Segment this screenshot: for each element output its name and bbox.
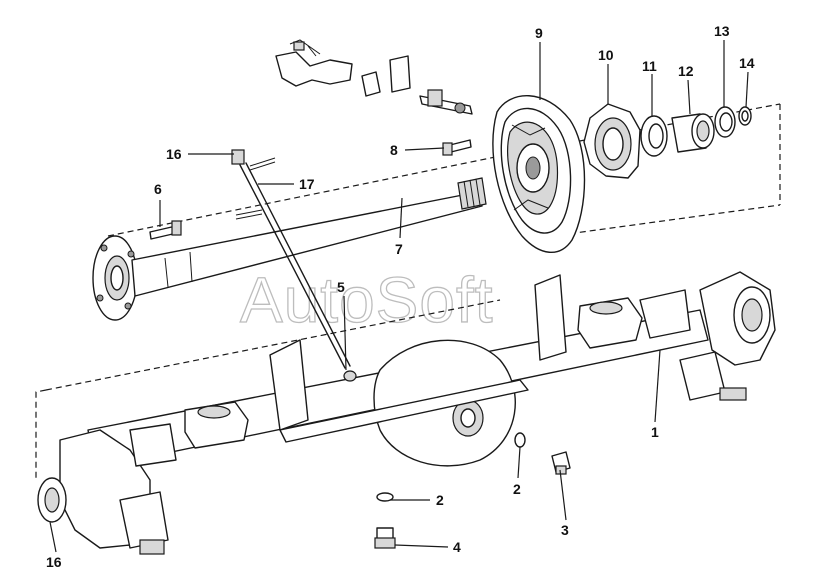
callout-11: 11 — [642, 58, 657, 74]
callout-6: 6 — [154, 181, 162, 197]
callout-3: 3 — [561, 522, 569, 538]
brake-backing-plate — [492, 95, 586, 254]
callout-14: 14 — [739, 55, 755, 71]
callout-13: 13 — [714, 23, 730, 39]
bearing-ring-13 — [714, 106, 736, 138]
snap-ring-14 — [738, 106, 752, 126]
filler-plug — [551, 451, 571, 475]
callout-5: 5 — [337, 279, 345, 295]
filler-plug-washer — [514, 432, 526, 448]
bearing-retainer — [583, 103, 641, 179]
wheel-bolt — [149, 220, 182, 240]
axle-shaft — [92, 177, 487, 321]
callout-10: 10 — [598, 47, 614, 63]
wheel-bearing-12 — [671, 113, 715, 153]
callout-labels: 1 2 2 3 4 5 6 7 8 9 10 11 12 13 14 16 16… — [46, 23, 755, 570]
breather-nut — [343, 370, 357, 382]
callout-12: 12 — [678, 63, 694, 79]
callout-1: 1 — [651, 424, 659, 440]
callout-16-tube: 16 — [166, 146, 182, 162]
callout-2-filler-washer: 2 — [513, 481, 521, 497]
callout-16-hub: 16 — [46, 554, 62, 570]
axle-housing — [37, 271, 776, 555]
watermark-text: AutoSoft — [240, 264, 494, 336]
callout-17: 17 — [299, 176, 315, 192]
callout-8: 8 — [390, 142, 398, 158]
drain-plug — [374, 527, 396, 549]
parking-brake-linkage — [275, 39, 473, 115]
callout-4: 4 — [453, 539, 461, 555]
oil-seal-11 — [640, 115, 668, 157]
callout-2-drain-washer: 2 — [436, 492, 444, 508]
callout-leaders — [49, 40, 749, 553]
backing-plate-bolt — [442, 139, 472, 156]
callout-9: 9 — [535, 25, 543, 41]
breather-tube — [231, 149, 351, 369]
drain-plug-washer — [376, 492, 394, 502]
callout-7: 7 — [395, 241, 403, 257]
